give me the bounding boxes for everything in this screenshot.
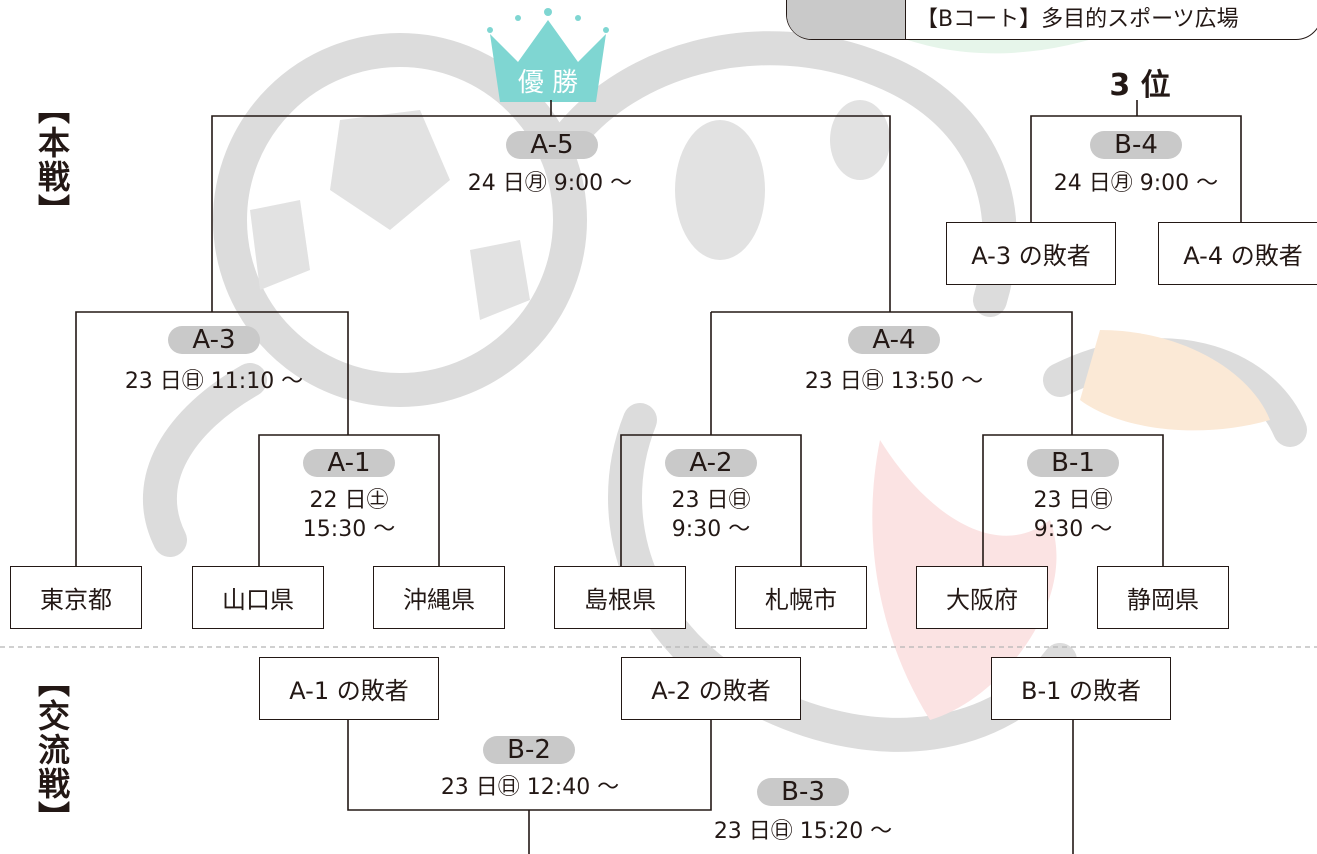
court-label: 【Bコート】多目的スポーツ広場 (916, 7, 1239, 32)
match-a4-schedule: 23 日㊐ 13:50 ～ (804, 369, 984, 394)
team-sapporo: 札幌市 (735, 566, 867, 629)
match-a1-date: 22 日㊏ (309, 488, 389, 513)
match-b2-schedule: 23 日㊐ 12:40 ～ (440, 775, 620, 800)
match-a5-schedule: 24 日㊊ 9:00 ～ (467, 171, 633, 196)
match-a2-id: A-2 (665, 448, 757, 478)
match-a2-date: 23 日㊐ (671, 488, 751, 513)
match-b2-id: B-2 (483, 735, 575, 765)
match-b4-id: B-4 (1090, 130, 1182, 160)
match-a3-schedule: 23 日㊐ 11:10 ～ (124, 369, 304, 394)
match-a2-time: 9:30 ～ (671, 517, 751, 542)
match-b4-schedule: 24 日㊊ 9:00 ～ (1053, 171, 1219, 196)
champion-label: 優 勝 (517, 68, 579, 98)
match-a3-id: A-3 (168, 325, 260, 355)
exchange-section-label: 【交流戦】 (33, 665, 71, 835)
team-a2-loser: A-2 の敗者 (621, 657, 801, 720)
match-a5-id: A-5 (506, 130, 598, 160)
team-a1-loser: A-1 の敗者 (259, 657, 439, 720)
match-a1-time: 15:30 ～ (302, 517, 396, 542)
match-b3-schedule: 23 日㊐ 15:20 ～ (713, 819, 893, 844)
crown-icon (487, 8, 609, 102)
team-a3-loser: A-3 の敗者 (946, 222, 1116, 285)
match-b1-id: B-1 (1027, 448, 1119, 478)
team-a4-loser: A-4 の敗者 (1158, 222, 1317, 285)
match-b1-date: 23 日㊐ (1033, 488, 1113, 513)
court-tab (787, 0, 906, 39)
court-header: 【Bコート】多目的スポーツ広場 (786, 0, 1317, 40)
team-tokyo: 東京都 (10, 566, 142, 629)
match-b1-time: 9:30 ～ (1033, 517, 1113, 542)
team-yamaguchi: 山口県 (192, 566, 324, 629)
team-shizuoka: 静岡県 (1097, 566, 1229, 629)
main-section-label: 【本戦】 (33, 92, 71, 228)
team-okinawa: 沖縄県 (373, 566, 505, 629)
match-a1-id: A-1 (303, 448, 395, 478)
match-b3-id: B-3 (757, 777, 849, 807)
team-b1-loser: B-1 の敗者 (991, 657, 1171, 720)
team-osaka: 大阪府 (916, 566, 1048, 629)
match-a4-id: A-4 (848, 325, 940, 355)
third-place-label: 3 位 (1109, 68, 1171, 103)
team-shimane: 島根県 (554, 566, 686, 629)
